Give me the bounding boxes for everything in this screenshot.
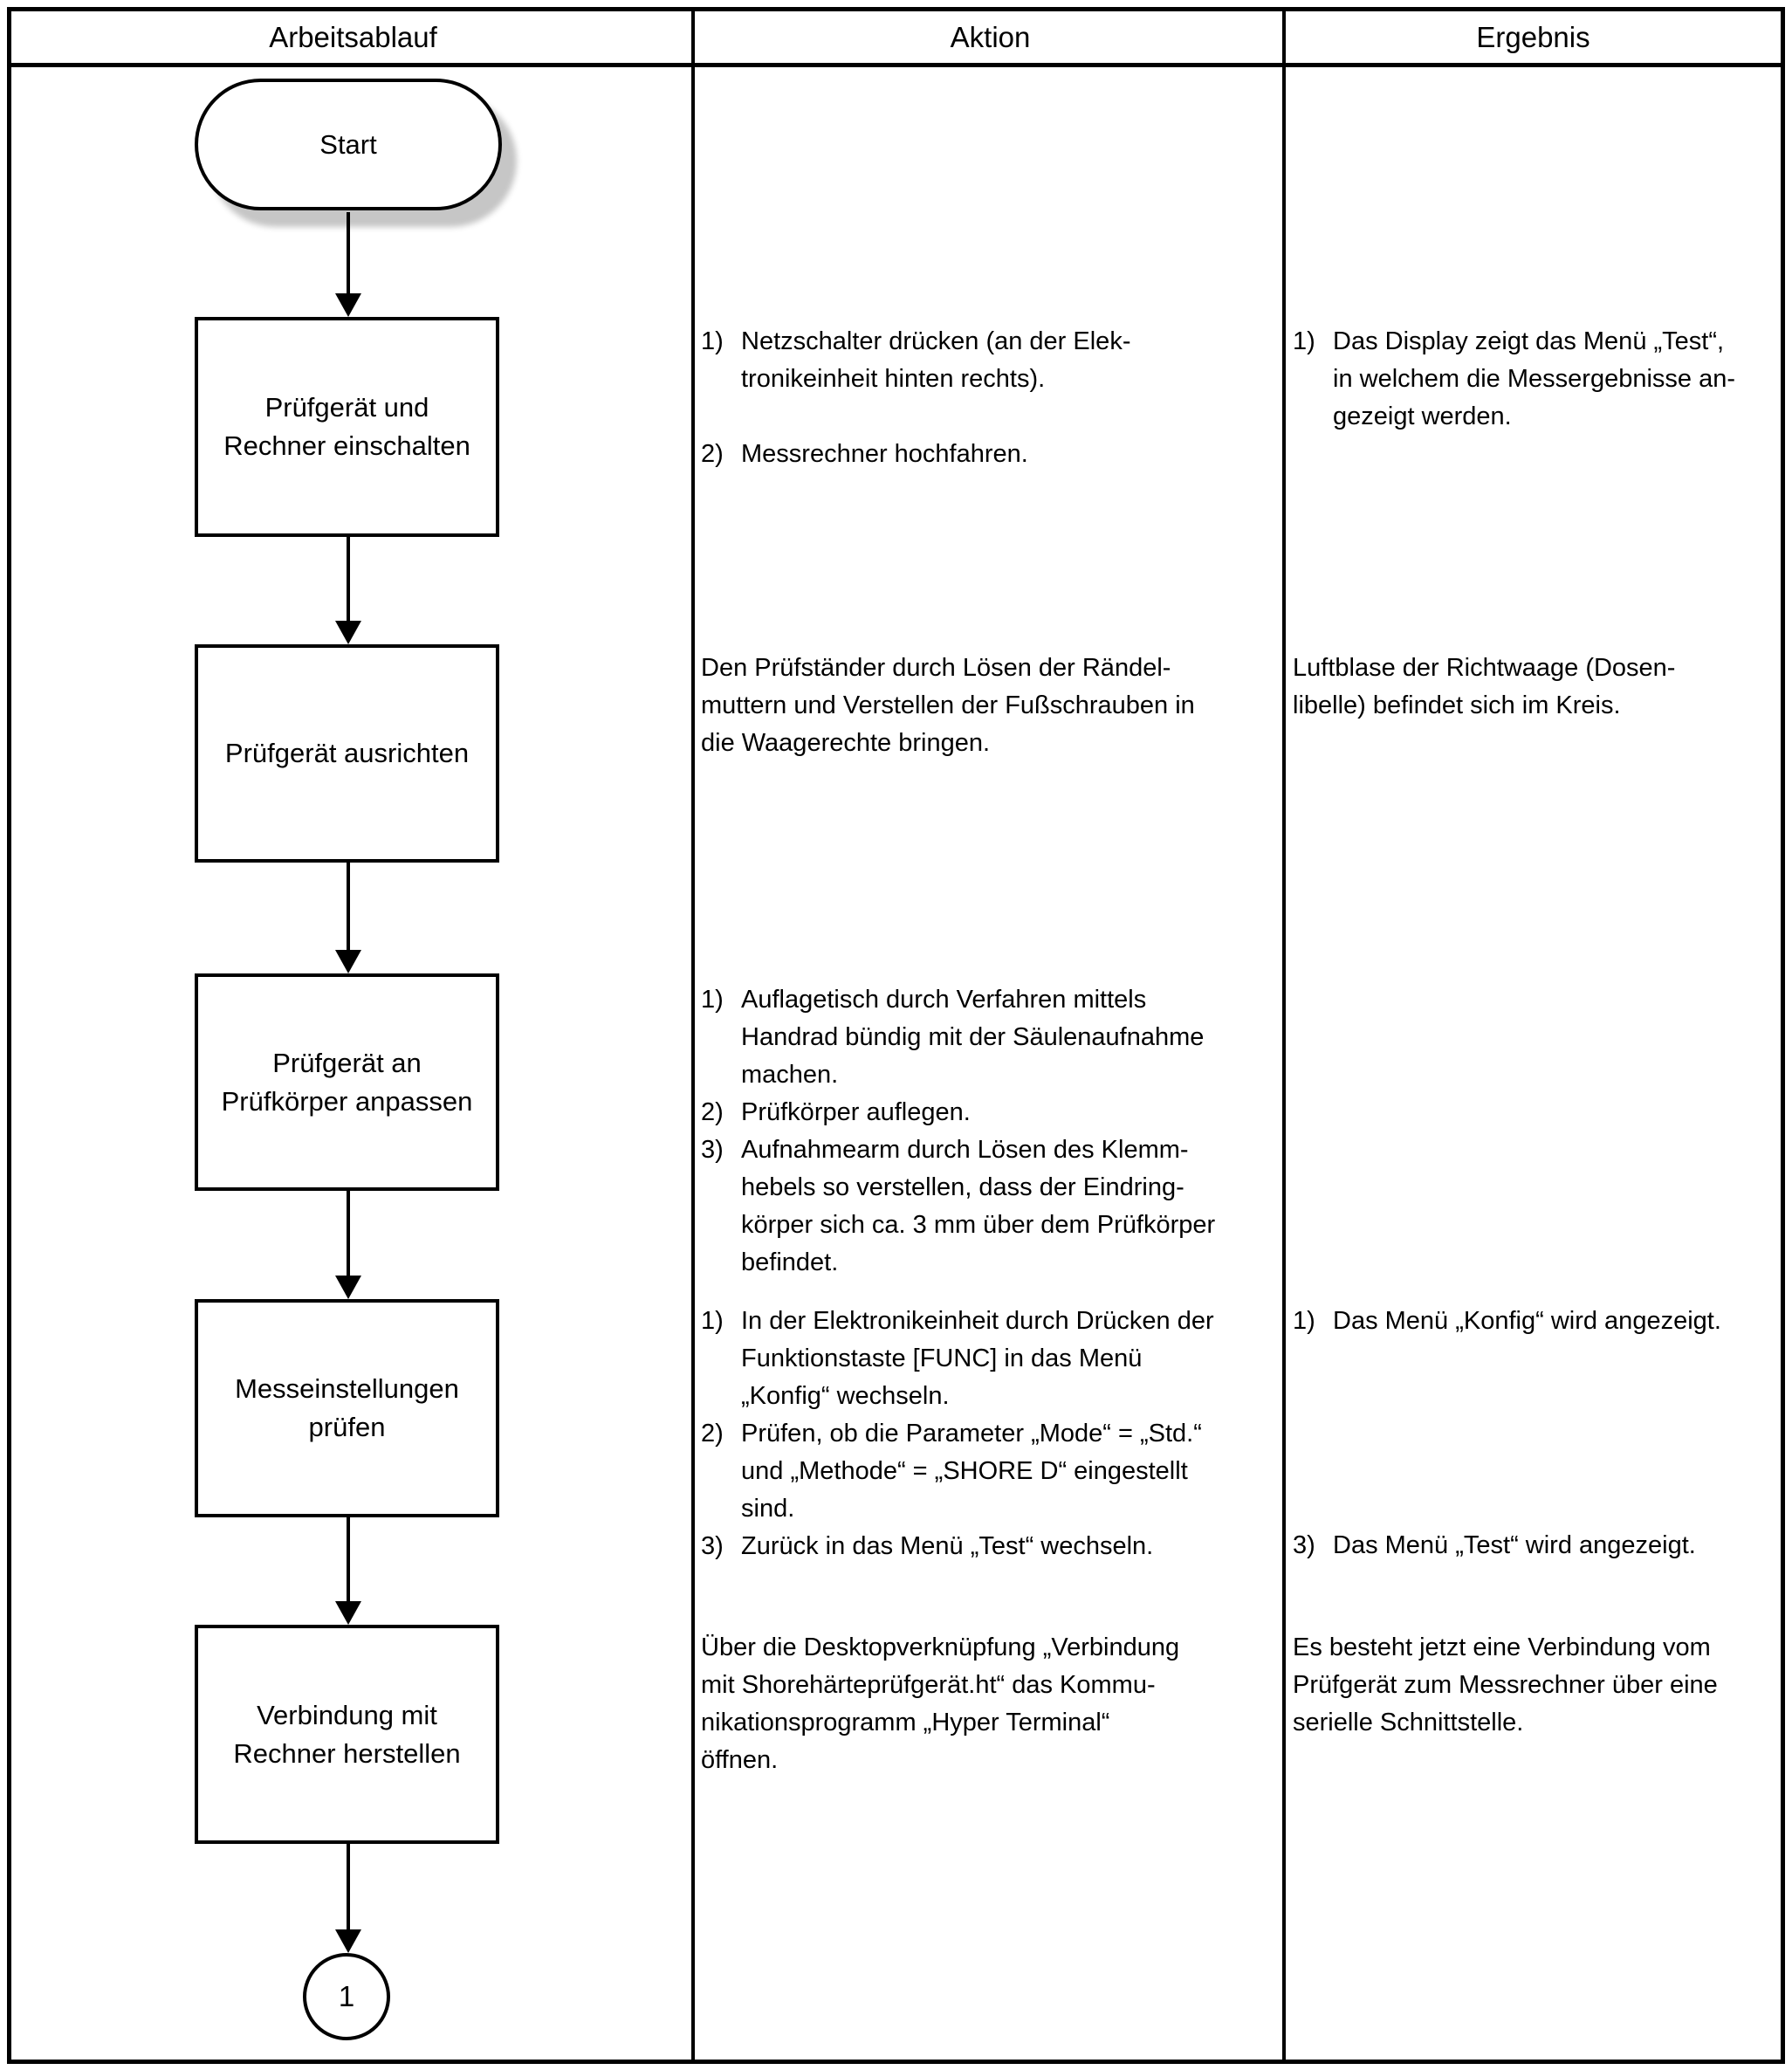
- item-text: Messrechner hochfahren.: [741, 440, 1028, 468]
- arrow-head-icon: [335, 1276, 361, 1299]
- arrow-stem: [347, 1189, 350, 1278]
- item-marker: 2): [701, 1420, 724, 1448]
- numbered-item: 1) In der Elektronikeinheit durch Drücke…: [701, 1303, 1264, 1415]
- arrow-head-icon: [335, 621, 361, 644]
- action-row-5: Über die Desktopverknüpfung „Verbindung …: [701, 1629, 1264, 1779]
- result-row-2: Luftblase der Richtwaage (Dosen- libelle…: [1293, 650, 1775, 725]
- item-text: Prüfen, ob die Parameter „Mode“ = „Std.“…: [741, 1420, 1202, 1523]
- action-row-4: 1) In der Elektronikeinheit durch Drücke…: [701, 1303, 1264, 1565]
- start-terminator: Start: [195, 79, 502, 210]
- item-marker: 1): [701, 1307, 724, 1335]
- arrow-head-icon: [335, 950, 361, 973]
- item-marker: 3): [1293, 1531, 1315, 1559]
- flow-arrow: [335, 212, 361, 317]
- result-row-1: 1) Das Display zeigt das Menü „Test“, in…: [1293, 323, 1775, 436]
- item-marker: 1): [1293, 1307, 1315, 1335]
- numbered-item: 1) Netzschalter drücken (an der Elek- tr…: [701, 323, 1264, 398]
- item-marker: 2): [701, 440, 724, 468]
- paragraph-text: Über die Desktopverknüpfung „Verbindung …: [701, 1633, 1180, 1774]
- arrow-head-icon: [335, 293, 361, 317]
- paragraph-text: Den Prüfständer durch Lösen der Rändel- …: [701, 654, 1195, 757]
- arrow-stem: [347, 535, 350, 623]
- item-text: Das Display zeigt das Menü „Test“, in we…: [1333, 327, 1735, 430]
- paragraph-text: Luftblase der Richtwaage (Dosen- libelle…: [1293, 654, 1676, 719]
- action-row-1: 1) Netzschalter drücken (an der Elek- tr…: [701, 323, 1264, 473]
- flow-arrow: [335, 1189, 361, 1299]
- item-text: Das Menü „Test“ wird angezeigt.: [1333, 1531, 1696, 1559]
- item-marker: 1): [701, 986, 724, 1014]
- item-marker: 1): [1293, 327, 1315, 355]
- result-row-4b: 3) Das Menü „Test“ wird angezeigt.: [1293, 1527, 1775, 1565]
- item-text: Auflagetisch durch Verfahren mittels Han…: [741, 986, 1205, 1089]
- item-marker: 2): [701, 1098, 724, 1126]
- process-box-messeinstellungen: Messeinstellungen prüfen: [195, 1299, 499, 1517]
- process-box-verbindung: Verbindung mit Rechner herstellen: [195, 1625, 499, 1844]
- item-text: Zurück in das Menü „Test“ wechseln.: [741, 1532, 1154, 1560]
- arrow-stem: [347, 861, 350, 952]
- result-row-4a: 1) Das Menü „Konfig“ wird angezeigt.: [1293, 1303, 1775, 1340]
- paragraph-text: Es besteht jetzt eine Verbindung vom Prü…: [1293, 1633, 1718, 1736]
- arrow-head-icon: [335, 1929, 361, 1953]
- header-ergebnis: Ergebnis: [1476, 20, 1590, 53]
- numbered-item: 3) Aufnahmearm durch Lösen des Klemm- he…: [701, 1131, 1264, 1282]
- item-text: Aufnahmearm durch Lösen des Klemm- hebel…: [741, 1136, 1216, 1276]
- process-box-anpassen: Prüfgerät an Prüfkörper anpassen: [195, 973, 499, 1191]
- flow-arrow: [335, 861, 361, 973]
- column-divider-2: [1282, 11, 1286, 2060]
- table-frame: Arbeitsablauf Aktion Ergebnis: [7, 7, 1785, 2064]
- numbered-item: 1) Das Menü „Konfig“ wird angezeigt.: [1293, 1303, 1775, 1340]
- numbered-item: 3) Das Menü „Test“ wird angezeigt.: [1293, 1527, 1775, 1565]
- item-text: Das Menü „Konfig“ wird angezeigt.: [1333, 1307, 1721, 1335]
- arrow-stem: [347, 1516, 350, 1604]
- flow-arrow: [335, 1516, 361, 1625]
- table-header: Arbeitsablauf Aktion Ergebnis: [11, 11, 1781, 67]
- numbered-item: 2) Messrechner hochfahren.: [701, 436, 1264, 473]
- flow-arrow: [335, 1842, 361, 1953]
- numbered-item: 2) Prüfen, ob die Parameter „Mode“ = „St…: [701, 1415, 1264, 1528]
- item-marker: 3): [701, 1532, 724, 1560]
- item-text: Netzschalter drücken (an der Elek- troni…: [741, 327, 1131, 393]
- numbered-item: 1) Das Display zeigt das Menü „Test“, in…: [1293, 323, 1775, 436]
- numbered-item: 1) Auflagetisch durch Verfahren mittels …: [701, 981, 1264, 1094]
- offpage-connector-1: 1: [303, 1953, 390, 2040]
- arrow-stem: [347, 212, 350, 296]
- result-row-5: Es besteht jetzt eine Verbindung vom Prü…: [1293, 1629, 1775, 1742]
- column-divider-1: [691, 11, 695, 2060]
- item-text: In der Elektronikeinheit durch Drücken d…: [741, 1307, 1214, 1410]
- numbered-item: 3) Zurück in das Menü „Test“ wechseln.: [701, 1528, 1264, 1565]
- process-box-ausrichten: Prüfgerät ausrichten: [195, 644, 499, 863]
- header-arbeitsablauf: Arbeitsablauf: [269, 20, 437, 53]
- arrow-head-icon: [335, 1601, 361, 1625]
- item-marker: 3): [701, 1136, 724, 1164]
- flow-arrow: [335, 535, 361, 644]
- action-row-2: Den Prüfständer durch Lösen der Rändel- …: [701, 650, 1264, 762]
- item-text: Prüfkörper auflegen.: [741, 1098, 971, 1126]
- header-aktion: Aktion: [950, 20, 1031, 53]
- item-marker: 1): [701, 327, 724, 355]
- process-box-einschalten: Prüfgerät und Rechner einschalten: [195, 317, 499, 537]
- arrow-stem: [347, 1842, 350, 1932]
- numbered-item: 2) Prüfkörper auflegen.: [701, 1094, 1264, 1131]
- action-row-3: 1) Auflagetisch durch Verfahren mittels …: [701, 981, 1264, 1282]
